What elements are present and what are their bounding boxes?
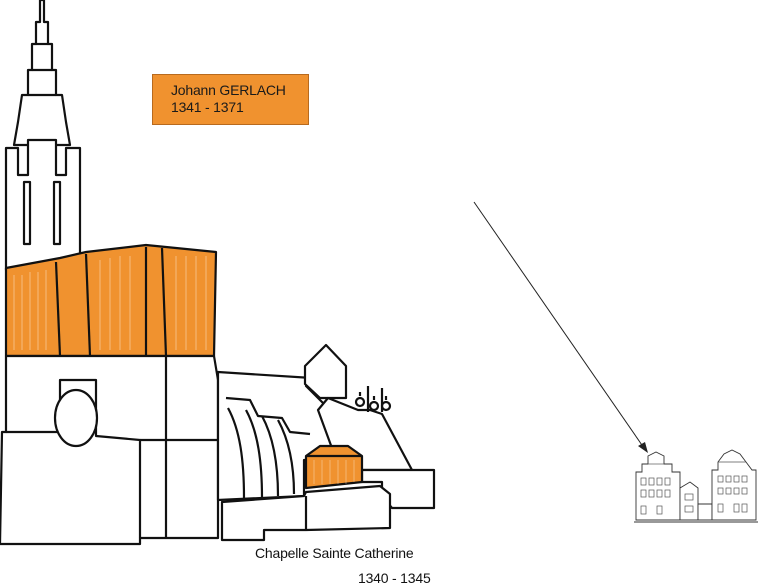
- architect-label: Johann GERLACH 1341 - 1371: [152, 74, 309, 125]
- chapel-caption: Chapelle Sainte Catherine: [255, 545, 414, 561]
- pointer-arrow: [473, 201, 648, 453]
- spire: [12, 0, 72, 147]
- chapel-highlight: [304, 444, 364, 490]
- tower: [4, 138, 82, 272]
- facade: [0, 354, 220, 546]
- cathedral-illustration: [0, 0, 436, 546]
- architect-period: 1341 - 1371: [171, 99, 244, 115]
- lower-wings: [220, 468, 436, 542]
- chapel-period: 1340 - 1345: [358, 570, 431, 586]
- small-houses-sketch: [634, 449, 758, 523]
- platform-highlight: [4, 243, 218, 358]
- architect-name: Johann GERLACH: [171, 82, 286, 98]
